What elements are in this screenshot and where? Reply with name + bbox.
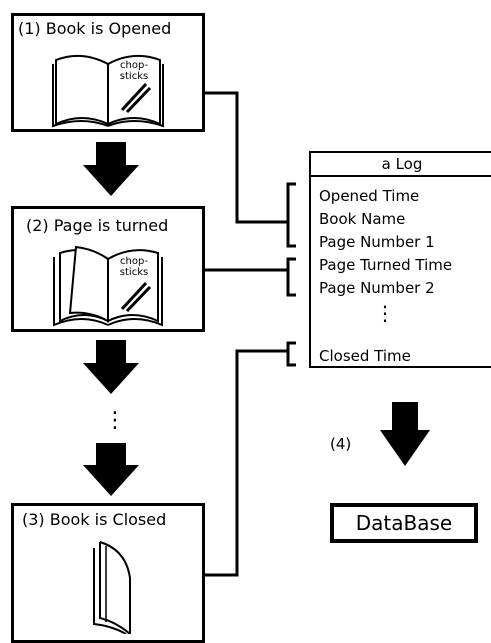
step-label: (1) Book is Opened [18,19,172,38]
arrow-down-1 [83,142,139,196]
connector-closed [205,349,287,577]
arrow-down-2 [83,340,139,394]
database-box: DataBase [330,503,478,543]
log-title: a Log [381,155,423,173]
connector-lines [83,91,430,577]
closed-book-icon [93,541,131,634]
flow-ellipsis: ⋮ [104,408,126,433]
turning-book-icon: chop- sticks [53,245,163,327]
log-record: a Log Opened Time Book Name Page Number … [309,151,491,368]
step-book-opened: (1) Book is Opened chop- sticks [11,13,205,132]
log-title-divider [311,175,491,177]
log-field-page-number-1: Page Number 1 [319,233,435,251]
log-ellipsis: ⋮ [375,301,395,325]
book-text-line2: sticks [120,71,148,82]
connector-opened [205,91,287,224]
arrow-down-step4 [380,402,430,466]
log-field-page-number-2: Page Number 2 [319,279,435,297]
bracket-group-3 [286,341,296,367]
bracket-group-2 [286,257,296,297]
step-page-turned: (2) Page is turned chop- sticks [11,206,205,332]
book-text-line1: chop- [120,60,148,71]
log-field-closed-time: Closed Time [319,347,411,365]
open-book-icon: chop- sticks [52,54,164,128]
bracket-group-1 [286,182,296,248]
log-field-page-turned-time: Page Turned Time [319,256,453,274]
book-text-line2: sticks [120,267,148,278]
arrow-down-3 [83,443,139,496]
step-label: (3) Book is Closed [22,510,167,529]
book-text-line1: chop- [120,256,148,267]
log-flow-diagram: (1) Book is Opened chop- sticks (2) Page… [11,13,491,643]
log-field-opened-time: Opened Time [319,187,420,205]
database-label: DataBase [355,511,453,535]
step-label: (2) Page is turned [26,216,169,235]
log-field-book-name: Book Name [319,210,406,228]
step4-label: (4) [330,435,352,453]
step-book-closed: (3) Book is Closed [11,503,205,643]
